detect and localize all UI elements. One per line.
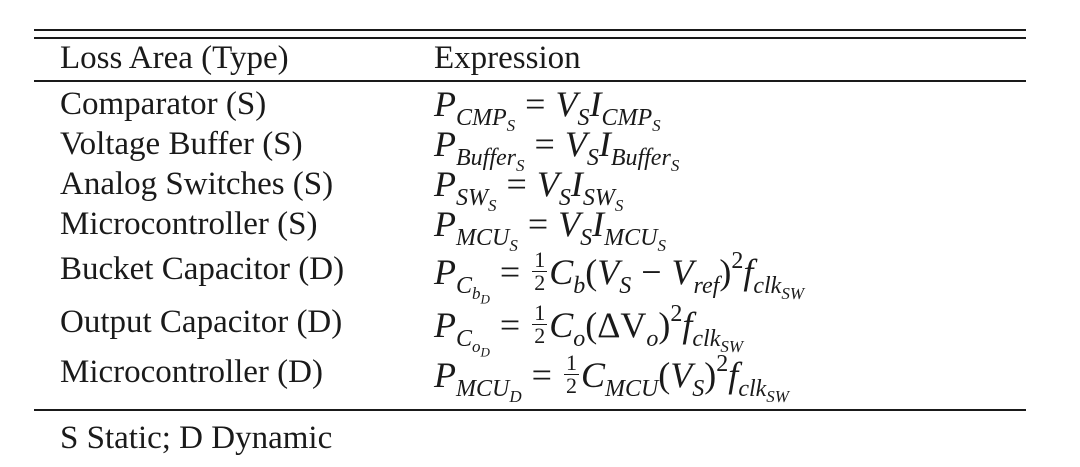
- table-top-rule-inner: [34, 37, 1026, 39]
- header-loss-area: Loss Area (Type): [60, 40, 289, 76]
- table-bottom-rule: [34, 409, 1026, 411]
- table-row-label: Bucket Capacitor (D): [60, 251, 345, 287]
- table-row-label: Analog Switches (S): [60, 166, 334, 202]
- expression-microcontroller-static: PMCUS=VSIMCUS: [434, 204, 666, 255]
- table-row-label: Microcontroller (D): [60, 354, 323, 390]
- expression-voltage-buffer: PBufferS=VSIBufferS: [434, 124, 680, 175]
- expression-comparator: PCMPS=VSICMPS: [434, 84, 661, 135]
- table-row-label: Output Capacitor (D): [60, 304, 343, 340]
- table-header-rule: [34, 80, 1026, 82]
- table-row-label: Comparator (S): [60, 86, 267, 122]
- table-row-label: Voltage Buffer (S): [60, 126, 303, 162]
- table-row-label: Microcontroller (S): [60, 206, 318, 242]
- header-expression: Expression: [434, 40, 581, 76]
- expression-analog-switches: PSWS=VSISWS: [434, 164, 624, 215]
- table-footnote: S Static; D Dynamic: [60, 420, 333, 456]
- table-top-rule: [34, 29, 1026, 31]
